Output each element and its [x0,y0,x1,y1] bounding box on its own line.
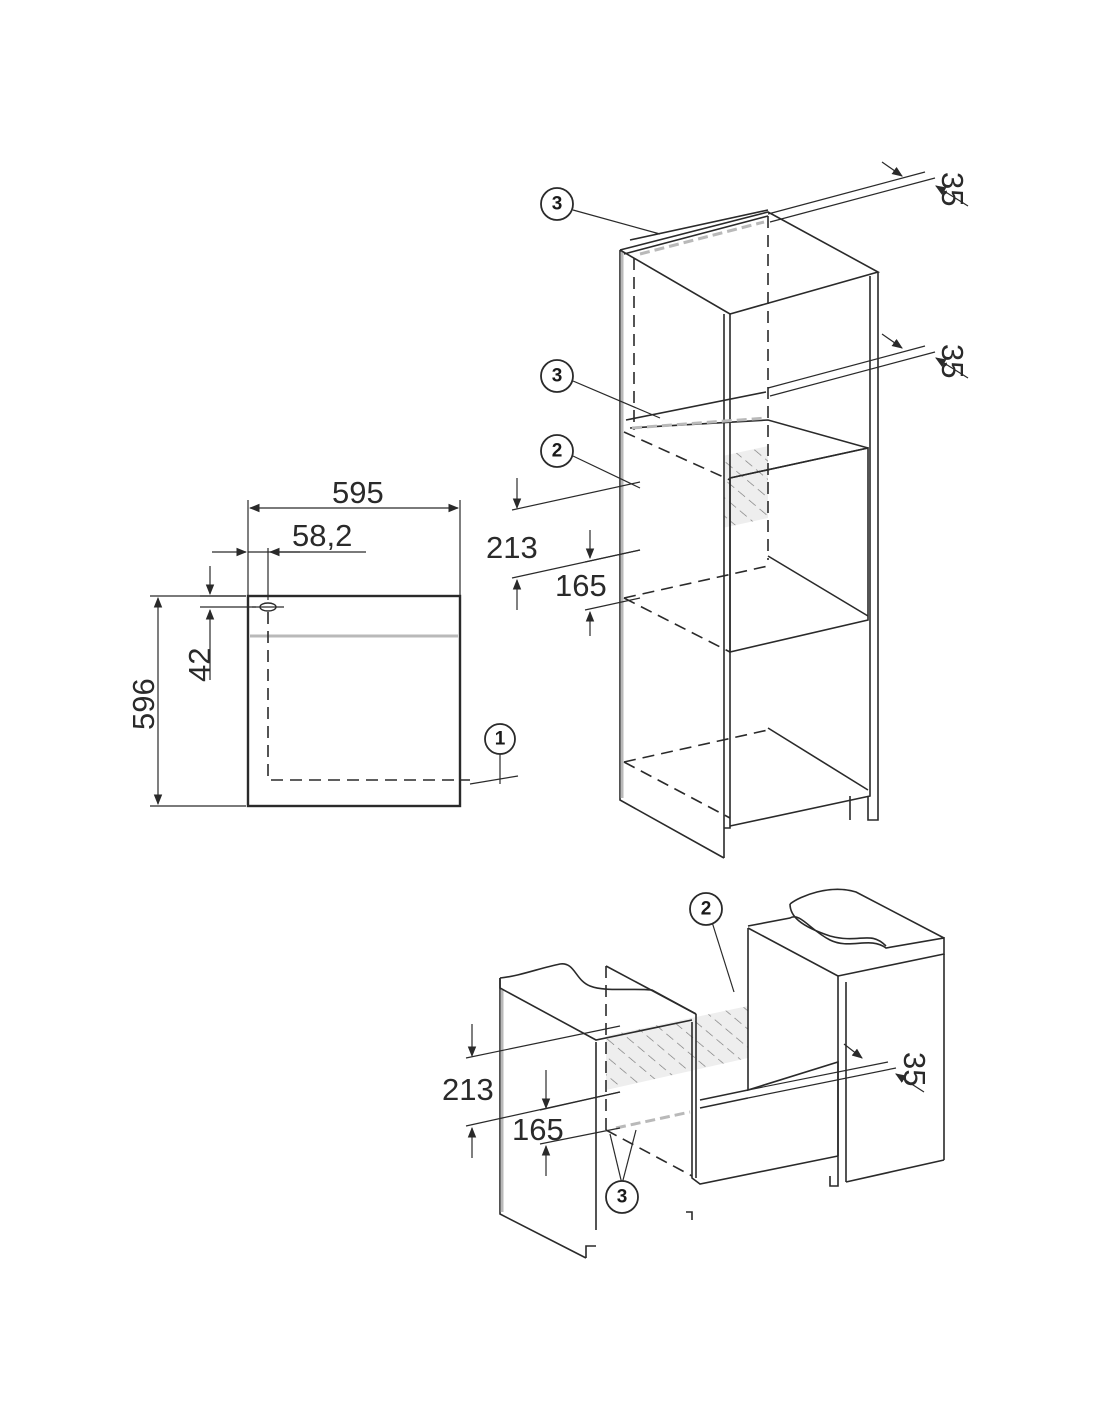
callout-1-label: 1 [495,729,506,750]
dim-height-label: 596 [126,678,161,730]
callout-1 [484,723,516,755]
tall-cabinet-view: 3 35 3 35 2 213 165 [486,161,970,859]
callout-2-tall-label: 2 [552,441,563,462]
callout-3-mid-label: 3 [552,366,563,387]
front-view: 595 58,2 42 596 1 [126,475,519,808]
callout-3-top [540,187,574,221]
dim-width-label: 595 [332,475,384,510]
dim-tall-213: 213 [486,530,538,565]
callout-2-under-label: 2 [701,899,712,920]
dim-offset-y-label: 42 [182,648,217,682]
dim-under-vent: 35 [897,1052,932,1086]
dim-under-165: 165 [512,1112,564,1147]
appliance-front [246,594,462,808]
dim-tall-vent-top: 35 [935,172,970,206]
callout-3-top-label: 3 [552,194,563,215]
callout-3-under [605,1180,639,1214]
dim-under-213: 213 [442,1072,494,1107]
callout-2-tall [540,434,574,468]
ventilation-area-under [606,1006,748,1090]
dim-offset-x-label: 58,2 [292,518,352,553]
dim-tall-165: 165 [555,568,607,603]
dim-tall-vent-mid: 35 [935,344,970,378]
under-counter-view: 2 3 213 165 35 [442,888,945,1259]
callout-2-under [689,892,723,926]
callout-3-mid [540,359,574,393]
callout-3-under-label: 3 [617,1187,628,1208]
